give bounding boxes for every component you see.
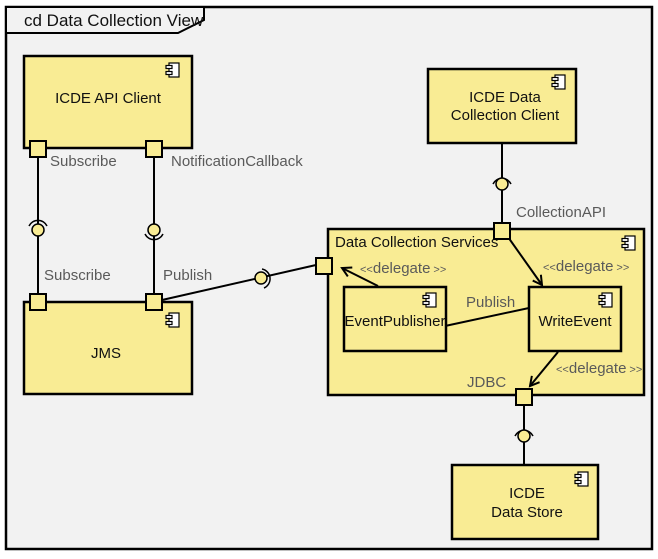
- delegate-label-event-publisher: <<delegate>>: [360, 260, 446, 277]
- delegate-arrow-jdbc: [530, 351, 559, 386]
- component-label-line-1: ICDE: [509, 485, 545, 502]
- component-event-publisher[interactable]: EventPublisher: [342, 285, 448, 353]
- component-label-line-2: Data Store: [491, 504, 563, 521]
- subscribe-interface-icon: [28, 219, 48, 237]
- port-label-internal-publish: Publish: [466, 294, 515, 311]
- collection-api-interface-icon: [492, 177, 512, 191]
- port-collection-api[interactable]: [493, 222, 511, 240]
- component-label-line-2: Collection Client: [451, 107, 560, 124]
- port-label-notification-callback: NotificationCallback: [171, 153, 303, 170]
- port-label-jdbc: JDBC: [467, 374, 506, 391]
- component-icde-api-client[interactable]: ICDE API Client: [22, 54, 194, 150]
- delegate-label-jdbc: <<delegate>>: [556, 360, 642, 377]
- ports: [29, 140, 533, 406]
- port-jms-subscribe[interactable]: [29, 293, 47, 311]
- port-api-subscribe[interactable]: [29, 140, 47, 158]
- component-label: ICDE API Client: [55, 90, 162, 107]
- delegate-label-write-event: <<delegate>>: [543, 258, 629, 275]
- port-label-jms-publish: Publish: [163, 267, 212, 284]
- port-jdbc[interactable]: [515, 388, 533, 406]
- delegate-labels: <<delegate>> <<delegate>> <<delegate>>: [360, 258, 642, 377]
- component-label: EventPublisher: [345, 313, 446, 330]
- component-icde-data-store[interactable]: ICDE Data Store: [450, 463, 600, 541]
- internal-publish-connector: [444, 307, 530, 327]
- port-jms-publish[interactable]: [145, 293, 163, 311]
- publish-connector: [161, 264, 317, 301]
- port-label-collection-api: CollectionAPI: [516, 204, 606, 221]
- frame-title: cd Data Collection View: [24, 11, 204, 30]
- port-labels: Subscribe NotificationCallback Subscribe…: [44, 153, 606, 391]
- port-label-api-subscribe: Subscribe: [50, 153, 117, 170]
- jdbc-interface-icon: [514, 429, 534, 443]
- notification-interface-icon: [144, 223, 164, 241]
- publish-interface-icon: [254, 268, 271, 289]
- port-label-jms-subscribe: Subscribe: [44, 267, 111, 284]
- component-label: Data Collection Services: [335, 234, 498, 251]
- component-label: WriteEvent: [538, 313, 612, 330]
- port-api-notification-callback[interactable]: [145, 140, 163, 158]
- port-dcs-publish[interactable]: [315, 257, 333, 275]
- component-icde-data-collection-client[interactable]: ICDE Data Collection Client: [426, 67, 578, 145]
- delegate-arrow-write-event: [507, 236, 542, 285]
- component-jms[interactable]: JMS: [22, 300, 194, 396]
- interface-ball-sockets: [28, 177, 534, 443]
- component-label: JMS: [91, 345, 121, 362]
- component-write-event[interactable]: WriteEvent: [527, 285, 623, 353]
- component-label-line-1: ICDE Data: [469, 89, 541, 106]
- delegate-arrow-event-publisher: [342, 268, 379, 287]
- delegate-arrows: [342, 236, 559, 386]
